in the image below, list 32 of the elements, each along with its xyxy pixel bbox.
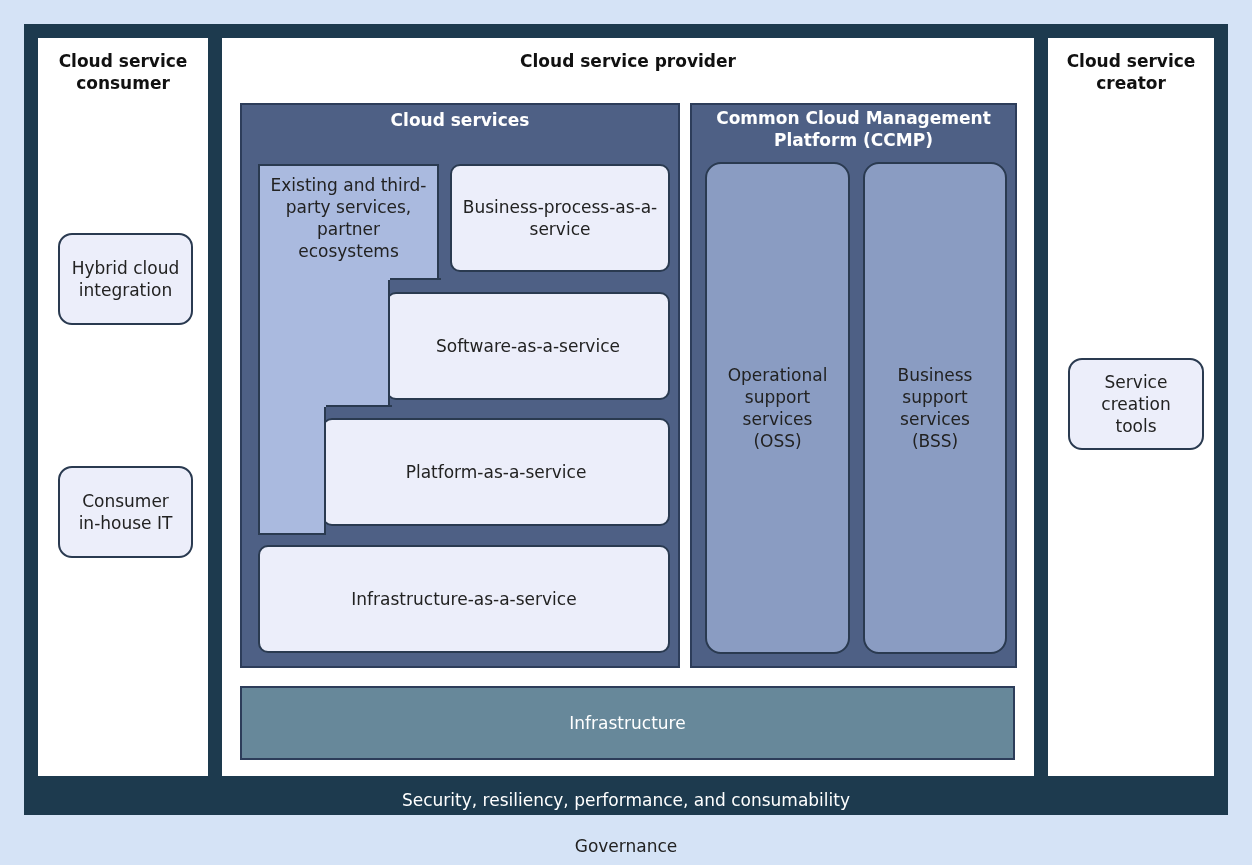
label-text: Infrastructure-as-a-service — [350, 588, 578, 610]
consumer-panel — [38, 38, 208, 776]
label-text: Platform-as-a-service — [404, 461, 588, 483]
service-box — [258, 545, 670, 653]
component-box — [1068, 358, 1204, 450]
label-text: Software-as-a-service — [435, 335, 621, 357]
service-group-box — [258, 164, 439, 280]
label-text: Existing and third-party services, partner ecosystems — [269, 174, 428, 262]
panel-heading: Cloud service creator — [1065, 50, 1197, 94]
label-text: Operational support services (OSS) — [726, 364, 829, 452]
support-services-column — [863, 162, 1007, 654]
provider-panel — [222, 38, 1034, 776]
label-text: Hybrid cloud integration — [70, 257, 181, 301]
platform-panel — [690, 103, 1017, 668]
label-text: Infrastructure — [568, 712, 687, 734]
panel-heading: Common Cloud Management Platform (CCMP) — [715, 107, 992, 151]
label-text: Security, resiliency, performance, and consumability — [400, 789, 852, 811]
label-text: Service creation tools — [1100, 371, 1172, 437]
services-panel — [240, 103, 680, 668]
component-box — [58, 466, 193, 558]
service-box — [450, 164, 670, 272]
panel-heading: Cloud services — [389, 109, 531, 131]
label-text: Business-process-as-a-service — [461, 196, 659, 240]
label-text: Governance — [573, 835, 679, 857]
creator-panel — [1048, 38, 1214, 776]
panel-heading: Cloud service provider — [519, 50, 737, 72]
support-services-column — [705, 162, 850, 654]
label-text: Consumer in-house IT — [77, 490, 174, 534]
panel-heading: Cloud service consumer — [57, 50, 189, 94]
label-text: Business support services (BSS) — [896, 364, 974, 452]
infrastructure-bar — [240, 686, 1015, 760]
component-box — [58, 233, 193, 325]
